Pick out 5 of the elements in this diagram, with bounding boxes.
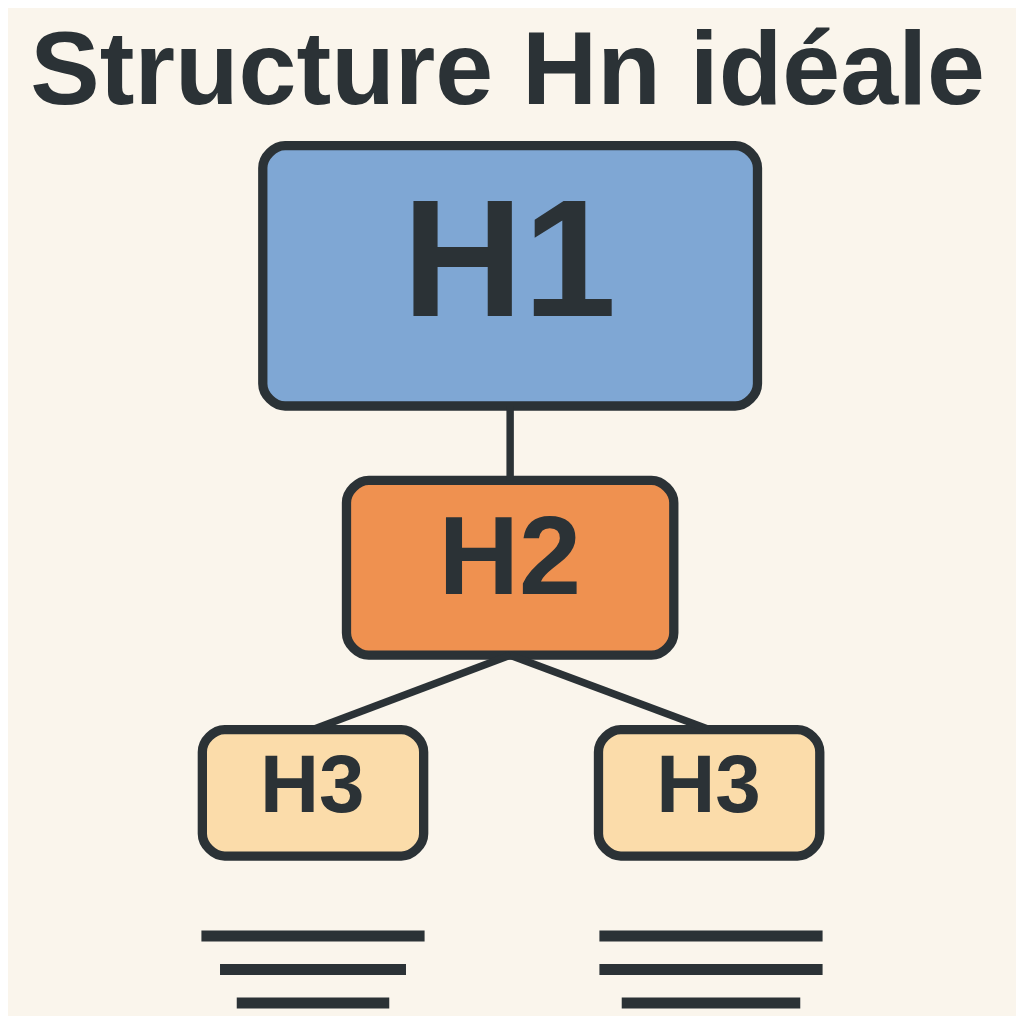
diagram-title: Structure Hn idéale bbox=[30, 10, 986, 127]
node-box: H3 bbox=[593, 724, 825, 861]
node-box: H1 bbox=[258, 140, 763, 411]
node-box: H3 bbox=[197, 724, 429, 861]
node-box: H2 bbox=[341, 475, 679, 660]
